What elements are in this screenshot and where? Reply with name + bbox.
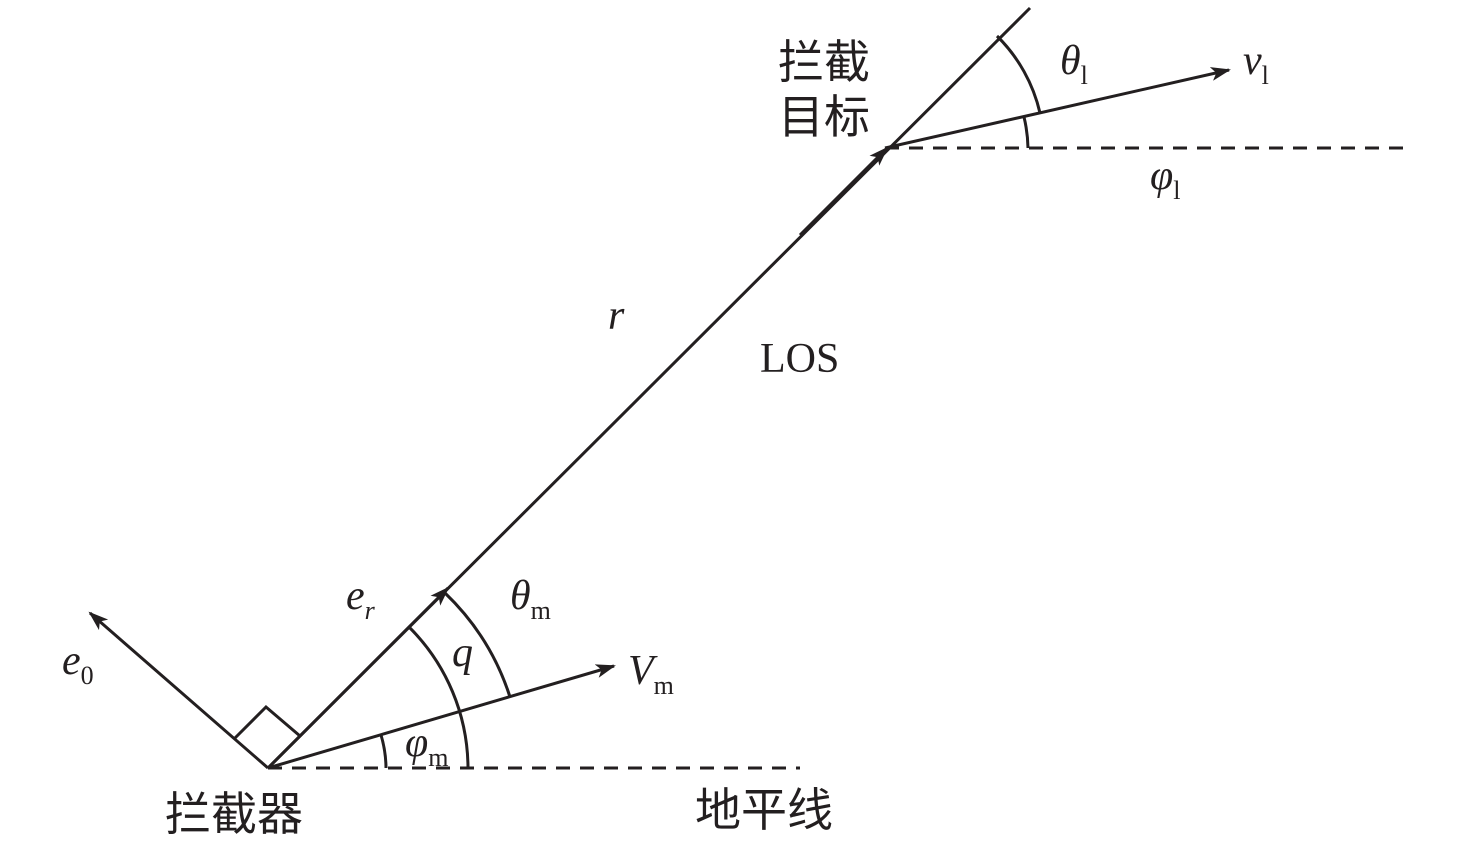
target-label-line1: 拦截: [778, 37, 870, 88]
thetam-arc: [443, 591, 512, 698]
r-label: r: [608, 293, 625, 339]
los-label: LOS: [760, 336, 840, 382]
target-label-line2: 目标: [778, 92, 870, 143]
right-angle-mark: [232, 704, 301, 741]
phim-label: φm: [405, 722, 448, 771]
thetam-subscript: m: [530, 596, 551, 625]
thetam-symbol: θ: [510, 573, 531, 619]
phi1-label: φl: [1150, 155, 1180, 204]
theta1-label: θl: [1060, 40, 1088, 89]
phim-symbol: φ: [405, 720, 429, 766]
v1-subscript: l: [1261, 61, 1269, 90]
q-arc: [407, 625, 470, 769]
phim-subscript: m: [428, 743, 449, 772]
er-subscript: r: [364, 596, 375, 625]
vm-label: Vm: [628, 650, 674, 699]
e0-subscript: 0: [80, 661, 94, 690]
theta1-subscript: l: [1080, 61, 1088, 90]
er-symbol: e: [346, 573, 365, 619]
thetam-label: θm: [510, 575, 551, 624]
horizon-label: 地平线: [695, 785, 833, 836]
e0-arrow: [88, 611, 269, 770]
v1-label: vl: [1243, 40, 1269, 89]
e0-label: e0: [62, 640, 94, 689]
phi1-subscript: l: [1173, 176, 1181, 205]
er-label: er: [346, 575, 375, 624]
er-arrow: [266, 586, 450, 770]
phi1-symbol: φ: [1150, 153, 1174, 199]
phim-arc: [379, 734, 388, 769]
vm-arrow: [267, 664, 616, 770]
vm-symbol: V: [628, 648, 654, 694]
vm-subscript: m: [653, 671, 674, 700]
los-arrow: [798, 146, 889, 237]
v1-arrow: [884, 67, 1231, 150]
e0-symbol: e: [62, 638, 81, 684]
theta1-arc: [995, 34, 1042, 114]
phi1-arc: [1022, 116, 1030, 149]
v1-symbol: v: [1243, 38, 1262, 84]
q-label: q: [452, 630, 473, 676]
interceptor-label: 拦截器: [165, 789, 303, 840]
theta1-symbol: θ: [1060, 38, 1081, 84]
